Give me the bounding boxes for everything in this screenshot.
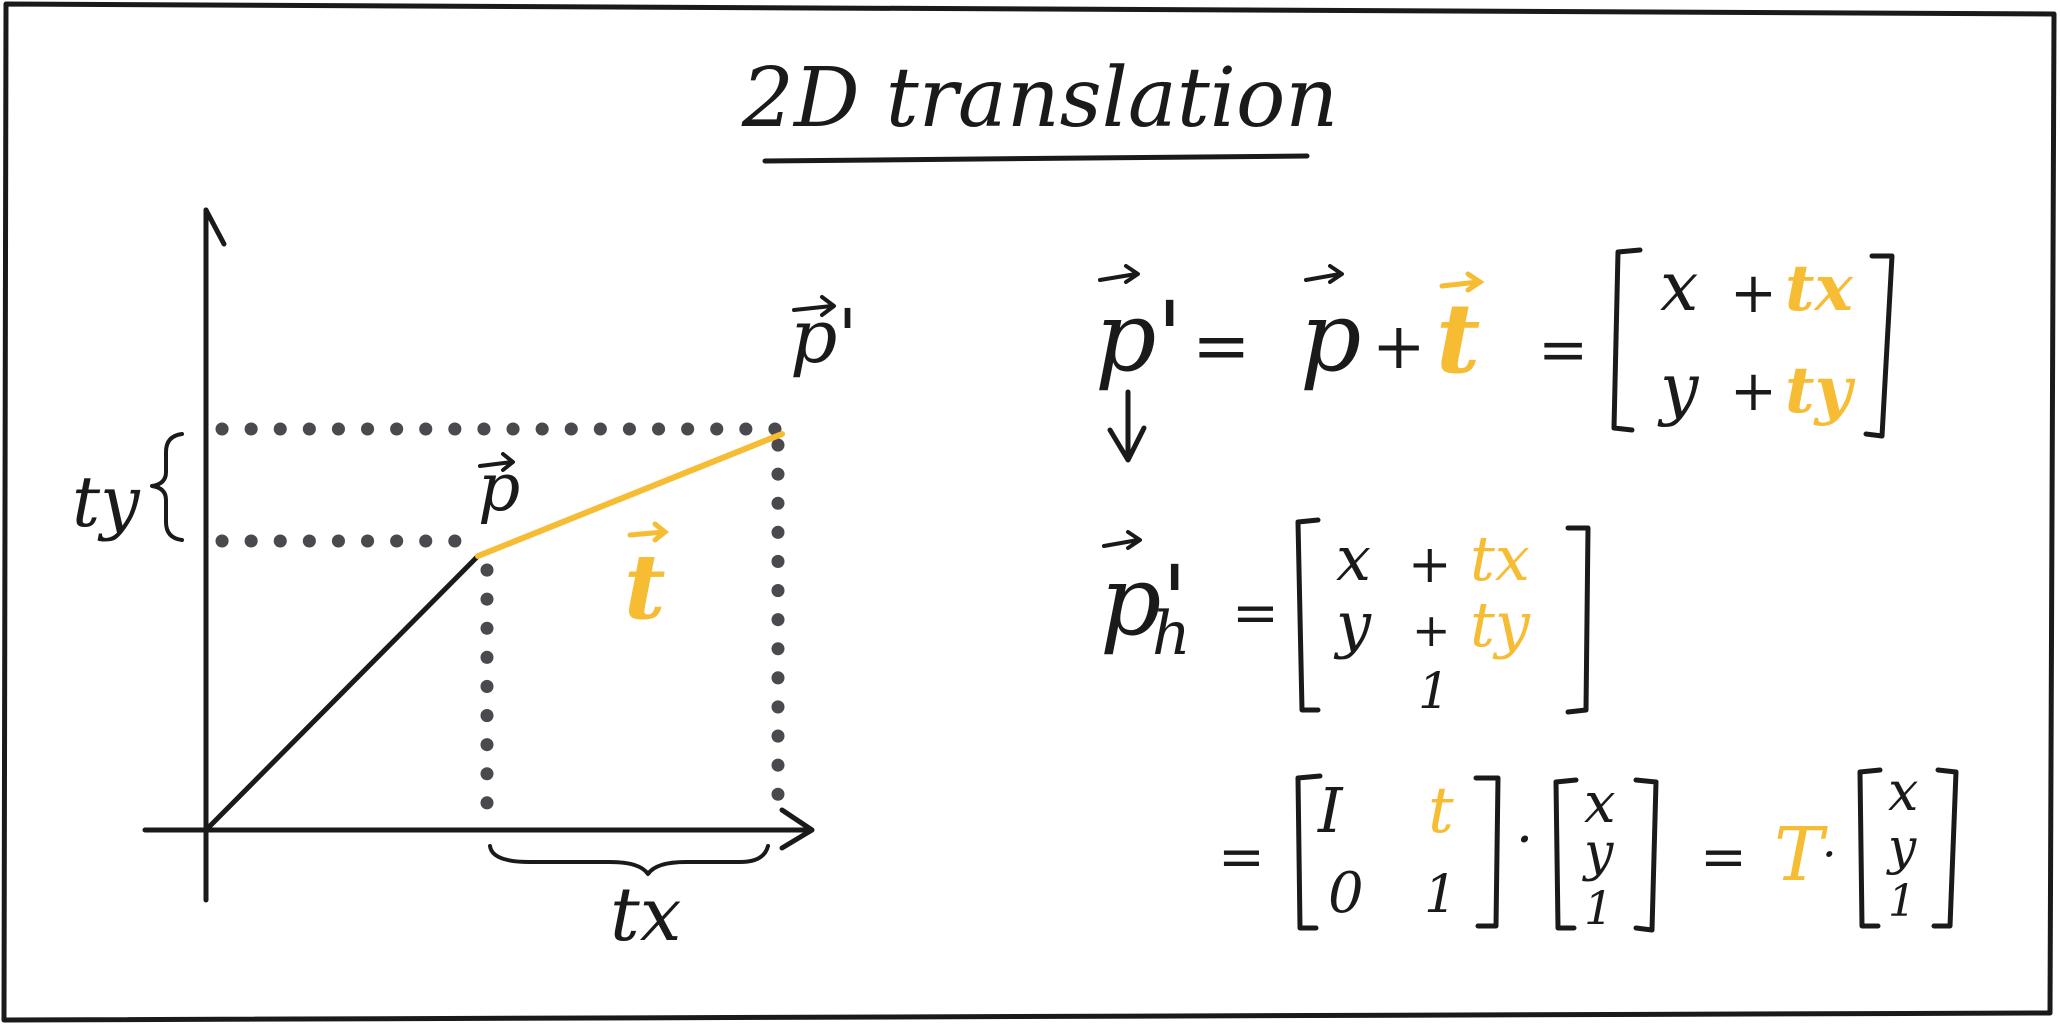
eq1-lhs-vector-arrow bbox=[1098, 264, 1140, 284]
eq3-w2: y bbox=[1886, 818, 1917, 876]
eq3-v3: 1 bbox=[1584, 881, 1613, 935]
eq1-equals-2: = bbox=[1538, 315, 1588, 385]
eq2-lhs-sub: h bbox=[1152, 599, 1191, 669]
x-axis-arrowhead bbox=[779, 807, 815, 851]
eq3-matrix-bracket-right bbox=[1473, 775, 1501, 929]
title: 2D translation bbox=[741, 51, 1338, 146]
eq2-lhs-vector-arrow bbox=[1102, 530, 1142, 550]
label-t-vector-arrow bbox=[627, 521, 670, 543]
eq1-bracket-left bbox=[1611, 247, 1643, 433]
eq2-row1-plus: + bbox=[1408, 535, 1452, 595]
label-tx: tx bbox=[610, 872, 681, 958]
eq1-p-vector-arrow bbox=[1304, 264, 1344, 284]
eq2-equals: = bbox=[1232, 581, 1279, 646]
translation-t-line bbox=[475, 431, 785, 559]
eq3-m11: I bbox=[1317, 774, 1344, 847]
eq1-row1-var: x bbox=[1660, 248, 1698, 327]
eq2-row3: 1 bbox=[1418, 662, 1450, 720]
eq2-row2-plus: + bbox=[1412, 603, 1451, 657]
eq3-vector2-bracket-right bbox=[1931, 767, 1959, 929]
eq3-vector-bracket-left bbox=[1553, 777, 1579, 931]
eq1-row2-var: y bbox=[1657, 350, 1700, 429]
eq2-lhs-p: p' bbox=[1100, 545, 1188, 657]
eq3-T: T bbox=[1774, 812, 1828, 898]
eq3-vector-bracket-right bbox=[1633, 777, 1659, 933]
label-ty: ty bbox=[72, 461, 141, 543]
eq2-bracket-right bbox=[1565, 525, 1591, 715]
eq1-equals: = bbox=[1192, 305, 1251, 387]
label-p-vector-arrow bbox=[478, 452, 515, 472]
eq3-matrix-bracket-left bbox=[1295, 773, 1323, 931]
eq1-row1-t: tx bbox=[1785, 251, 1854, 326]
eq2-bracket-left bbox=[1295, 517, 1321, 713]
equation-1: p' = p + t = x + tx y + ty bbox=[1095, 247, 1895, 463]
eq3-equals: = bbox=[1218, 825, 1265, 890]
eq3-equals-2: = bbox=[1700, 825, 1747, 890]
eq3-dot: · bbox=[1516, 808, 1533, 871]
eq1-lhs: p' bbox=[1095, 281, 1183, 393]
eq3-dot-2: · bbox=[1822, 827, 1837, 881]
eq1-bracket-right bbox=[1863, 253, 1895, 439]
eq2-row1-var: x bbox=[1336, 522, 1371, 595]
eq1-t: t bbox=[1436, 282, 1480, 395]
vector-p-line bbox=[203, 553, 481, 833]
eq2-row1-t: tx bbox=[1470, 522, 1530, 595]
eq1-row2-plus: + bbox=[1730, 359, 1777, 424]
title-underline bbox=[762, 153, 1310, 164]
eq3-w1: x bbox=[1888, 760, 1918, 823]
eq2-row2-t: ty bbox=[1470, 588, 1531, 661]
eq2-row2-var: y bbox=[1333, 588, 1372, 661]
equation-3: = I t 0 1 · x y 1 = T · x y 1 bbox=[1218, 760, 1959, 935]
eq3-vector2-bracket-left bbox=[1857, 767, 1883, 929]
tx-brace bbox=[488, 844, 770, 876]
eq1-t-vector-arrow bbox=[1439, 271, 1485, 293]
label-t: t bbox=[624, 534, 666, 640]
equation-2: p' h = x + tx y + ty 1 bbox=[1100, 517, 1591, 720]
coordinate-graph: p p' t tx ty bbox=[72, 207, 858, 958]
eq1-plus: + bbox=[1372, 310, 1426, 384]
eq3-v2: y bbox=[1582, 823, 1614, 883]
eq3-m21: 0 bbox=[1328, 861, 1364, 926]
eq3-m22: 1 bbox=[1424, 865, 1457, 925]
eq3-w3: 1 bbox=[1888, 876, 1916, 927]
down-arrow-icon bbox=[1107, 389, 1147, 463]
eq3-m12: t bbox=[1428, 774, 1454, 848]
label-p-prime-vector-arrow bbox=[792, 295, 836, 317]
eq1-p: p bbox=[1300, 281, 1361, 393]
y-axis-arrowhead bbox=[203, 207, 227, 247]
eq1-row2-t: ty bbox=[1785, 353, 1856, 428]
ty-brace bbox=[150, 432, 184, 542]
eq3-v1: x bbox=[1584, 771, 1616, 836]
eq1-row1-plus: + bbox=[1730, 261, 1777, 326]
